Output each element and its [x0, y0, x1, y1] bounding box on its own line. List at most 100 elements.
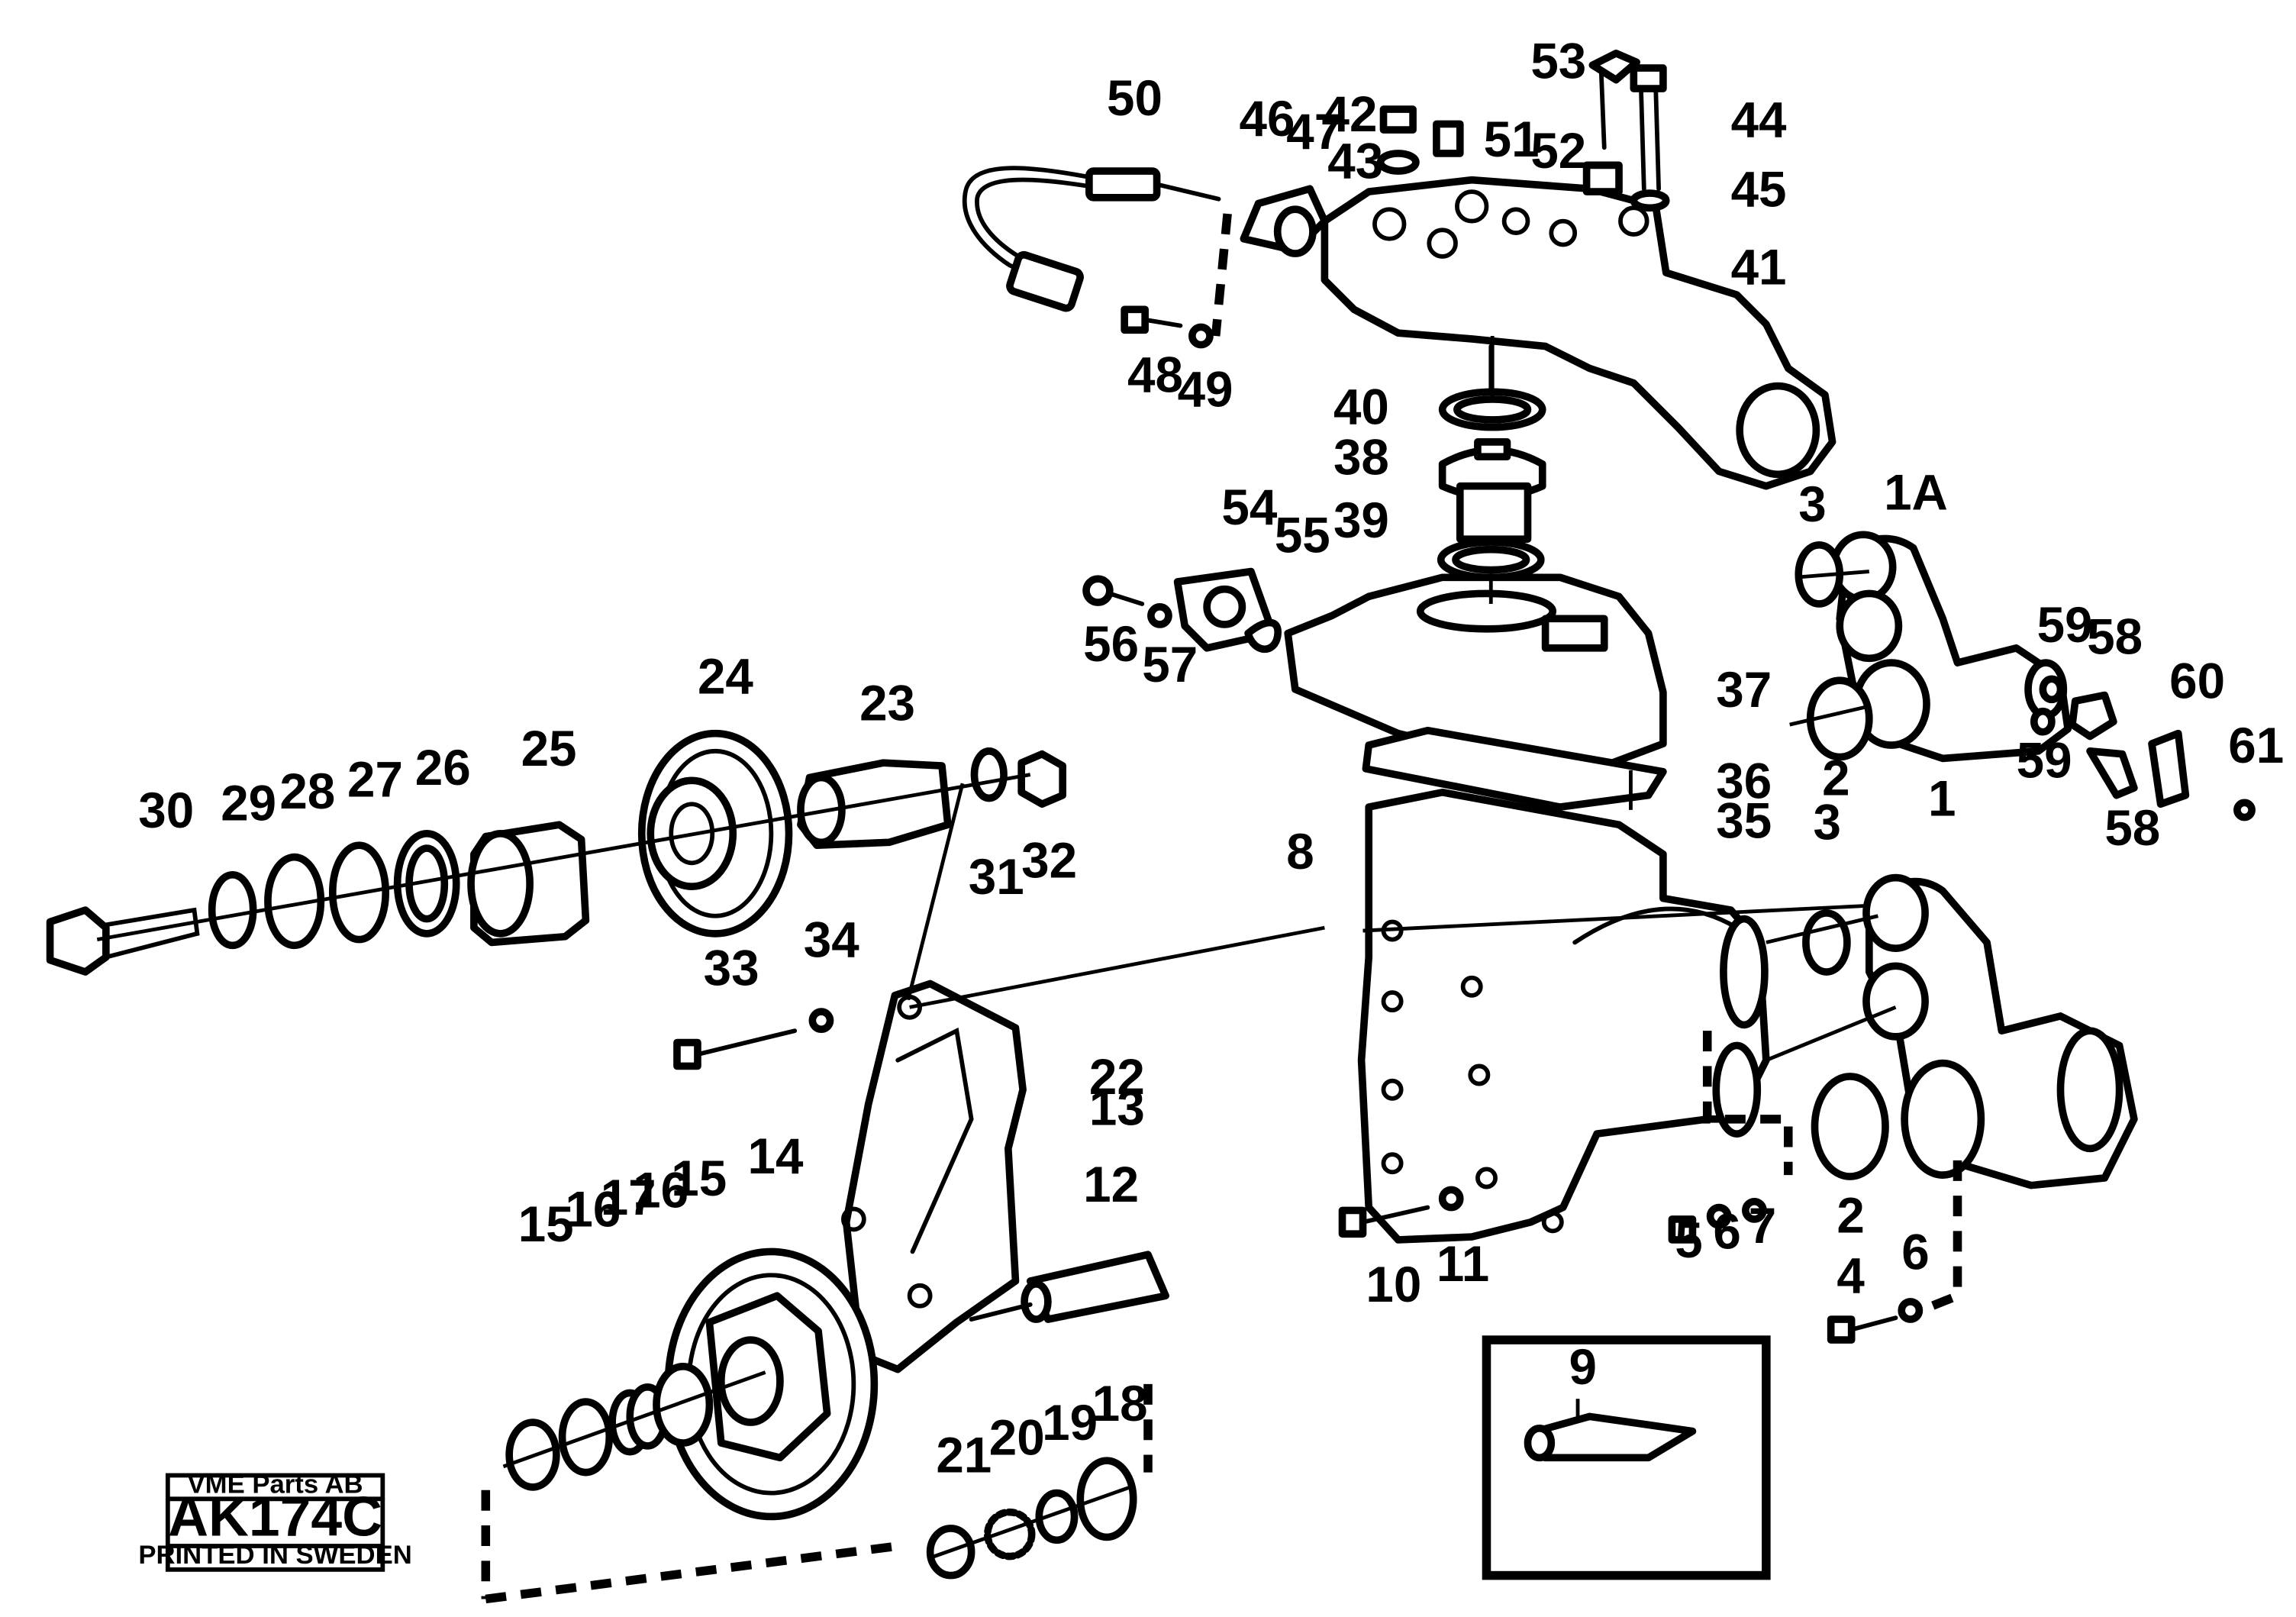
callout-16a: 16: [565, 1182, 621, 1238]
callout-2a: 2: [1822, 750, 1849, 806]
callout-7: 7: [1749, 1198, 1776, 1254]
callout-60: 60: [2169, 653, 2225, 708]
pin-12: [969, 1251, 1169, 1323]
callout-30: 30: [138, 783, 194, 838]
callout-12: 12: [1083, 1157, 1139, 1212]
callout-40: 40: [1333, 379, 1389, 435]
bolt-30: [46, 906, 200, 976]
callout-8: 8: [1286, 824, 1314, 880]
callout-41: 41: [1731, 240, 1787, 295]
callout-23: 23: [859, 675, 915, 731]
callout-50: 50: [1107, 70, 1163, 126]
callout-32: 32: [1021, 833, 1077, 889]
callout-2b: 2: [1836, 1187, 1864, 1243]
callout-46: 46: [1240, 91, 1295, 147]
connector-1: [1926, 1160, 1962, 1312]
callout-1A: 1A: [1884, 465, 1948, 521]
callout-38: 38: [1333, 429, 1389, 485]
callout-17: 17: [601, 1170, 656, 1225]
callout-61: 61: [2228, 718, 2284, 773]
callout-27: 27: [347, 752, 403, 808]
callout-58a: 58: [2087, 609, 2143, 665]
callout-39: 39: [1333, 492, 1389, 548]
stamp-printed: PRINTED IN SWEDEN: [138, 1541, 411, 1570]
thermostat-38: [1437, 344, 1546, 582]
stamp-code: AK174C: [168, 1486, 382, 1548]
axis-pulley-24: [96, 773, 1031, 941]
callout-45: 45: [1731, 161, 1787, 217]
connector-lower-left: [481, 1490, 898, 1604]
callout-3a: 3: [1798, 476, 1826, 532]
callout-56: 56: [1083, 616, 1139, 672]
nut-washer-31-32: [970, 747, 1066, 808]
stamp-company: VME Parts AB: [188, 1470, 363, 1499]
callout-53: 53: [1530, 34, 1586, 89]
housing-37: [1082, 567, 1667, 770]
lower-hardware-18-21: [926, 1457, 1137, 1580]
callout-59a: 59: [2037, 597, 2093, 653]
hose-58: [2069, 691, 2256, 821]
callout-18: 18: [1092, 1376, 1148, 1431]
callout-49: 49: [1178, 362, 1233, 418]
callout-14: 14: [748, 1128, 804, 1184]
callout-47: 47: [1286, 104, 1342, 160]
callout-15b: 15: [671, 1151, 727, 1206]
housing-8: [1357, 788, 1770, 1244]
axis-idler-14: [502, 1370, 766, 1469]
callout-31: 31: [969, 849, 1024, 905]
callout-43: 43: [1327, 134, 1383, 189]
spacer-25: [467, 821, 590, 947]
callout-13: 13: [1089, 1080, 1145, 1136]
callout-26: 26: [415, 740, 471, 796]
leaders: [909, 336, 1897, 1062]
callout-36: 36: [1716, 754, 1772, 809]
callout-20: 20: [989, 1409, 1045, 1465]
pipe-1: [1862, 873, 2138, 1189]
callout-37: 37: [1716, 662, 1772, 718]
callout-10: 10: [1366, 1257, 1421, 1312]
callout-44: 44: [1731, 92, 1787, 148]
gasket-36: [1362, 726, 1667, 811]
callout-5: 5: [1675, 1212, 1702, 1268]
connector-8: [1702, 1031, 1793, 1176]
callout-15a: 15: [518, 1196, 574, 1252]
pipe-1A: [1830, 531, 2072, 763]
callout-9: 9: [1569, 1339, 1596, 1395]
bolts-top: [1121, 50, 1670, 349]
callout-numbers: 50 46 47 42 43 51 53 52 44 45 41 48 49 4…: [138, 34, 2284, 1483]
callout-54: 54: [1221, 479, 1277, 535]
stamp-box: VME Parts AB AK174C PRINTED IN SWEDEN: [138, 1470, 412, 1572]
callout-11: 11: [1437, 1236, 1489, 1292]
callout-29: 29: [221, 775, 276, 831]
sleeve-23: [797, 759, 952, 850]
callout-58b: 58: [2104, 800, 2160, 856]
callout-25: 25: [521, 721, 577, 776]
callout-28: 28: [279, 763, 335, 819]
inset-sealant-9: [1482, 1335, 1771, 1580]
seal-rings: [1795, 541, 2065, 1180]
callout-21: 21: [936, 1428, 992, 1483]
callout-19: 19: [1042, 1395, 1098, 1451]
axis-lower-hardware: [929, 1485, 1131, 1560]
callout-1: 1: [1928, 771, 1956, 827]
callout-42: 42: [1322, 86, 1378, 142]
washers-26-29: [208, 829, 460, 950]
callout-4: 4: [1836, 1247, 1865, 1303]
callout-51: 51: [1484, 111, 1540, 167]
callout-59b: 59: [2017, 733, 2072, 789]
callout-55: 55: [1275, 507, 1330, 563]
callout-22: 22: [1089, 1049, 1145, 1105]
callout-57: 57: [1142, 637, 1198, 692]
callout-48: 48: [1127, 347, 1183, 402]
housing-cover-41: [1240, 176, 1836, 490]
callout-52: 52: [1530, 123, 1586, 179]
fastener-path-48: [1211, 213, 1232, 337]
sensor-cable-50: [962, 166, 1221, 312]
bracket-13: [840, 980, 1027, 1373]
bolts-lower: [673, 1008, 1924, 1344]
callout-33: 33: [704, 940, 759, 996]
callout-6b: 6: [1901, 1225, 1929, 1280]
pulley-24: [637, 729, 793, 938]
callout-16b: 16: [633, 1163, 688, 1218]
callout-34: 34: [804, 912, 859, 968]
